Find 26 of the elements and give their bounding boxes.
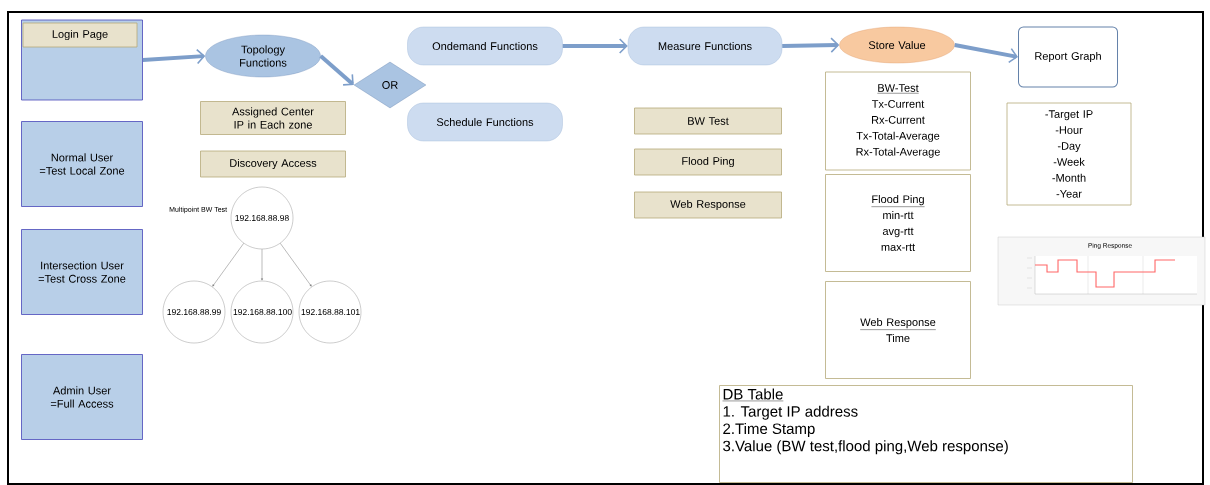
function-pill: Ondemand Functions	[407, 26, 563, 66]
user-box: Normal User =Test Local Zone	[21, 121, 143, 207]
report-box: Report Graph	[1018, 26, 1118, 88]
measure-box: Web Response	[634, 191, 782, 219]
arrow	[782, 37, 840, 53]
info-box: Discovery Access	[200, 150, 346, 178]
value-box: Flood Ping min-rtt avg-rtt max-rtt	[825, 174, 971, 272]
arrow	[261, 248, 263, 281]
arrow	[954, 43, 1018, 64]
value-box: BW-Test Tx-Current Rx-Current Tx-Total-Average Rx-Total-Average	[825, 71, 971, 171]
function-pill: Schedule Functions	[407, 102, 563, 142]
report-list-box: -Target IP -Hour -Day -Week -Month -Year	[1006, 102, 1132, 206]
measure-box: Flood Ping	[634, 148, 782, 176]
arrow	[562, 38, 628, 54]
arrow	[280, 243, 312, 287]
user-box: Admin User =Full Access	[21, 354, 143, 440]
login-box: Login Page	[22, 22, 138, 48]
db-table-box: DB Table 1. Target IP address 2.Time Stamp 3.Value (BW test,flood ping,Web response)	[719, 385, 1133, 483]
function-pill: Measure Functions	[627, 26, 783, 66]
arrow	[142, 48, 206, 65]
arrow	[319, 54, 354, 86]
info-box: Assigned Center IP in Each zone	[200, 101, 346, 135]
measure-box: BW Test	[634, 107, 782, 135]
arrow	[212, 243, 244, 287]
value-box: Web Response Time	[825, 281, 971, 379]
user-box: Intersection User =Test Cross Zone	[21, 229, 143, 315]
